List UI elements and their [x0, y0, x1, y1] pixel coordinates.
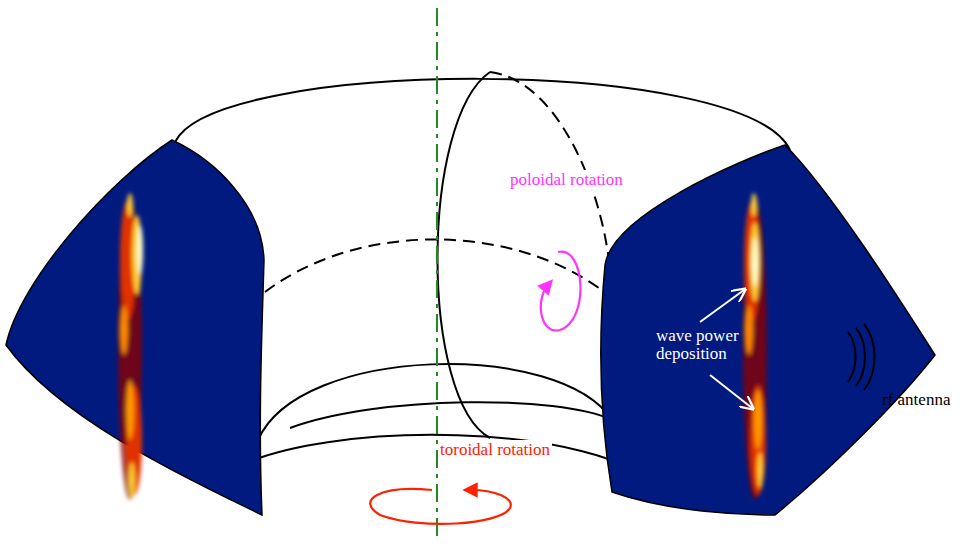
deposition-label: wave power deposition	[654, 326, 750, 364]
antenna-label: rf antenna	[880, 390, 952, 410]
leader-arrow	[710, 375, 752, 408]
rotation-label: poloidal rotation	[508, 170, 625, 190]
left-cross-section	[6, 140, 264, 515]
rf-antenna-symbol	[848, 324, 875, 390]
leader-arrow	[700, 290, 744, 322]
poloidal-arrow	[541, 252, 581, 331]
deposition-left	[118, 193, 143, 500]
right-cross-section	[601, 145, 935, 515]
rotation-label: toroidal rotation	[438, 440, 552, 460]
deposition-right	[743, 193, 767, 500]
toroidal-arrow	[370, 489, 511, 524]
